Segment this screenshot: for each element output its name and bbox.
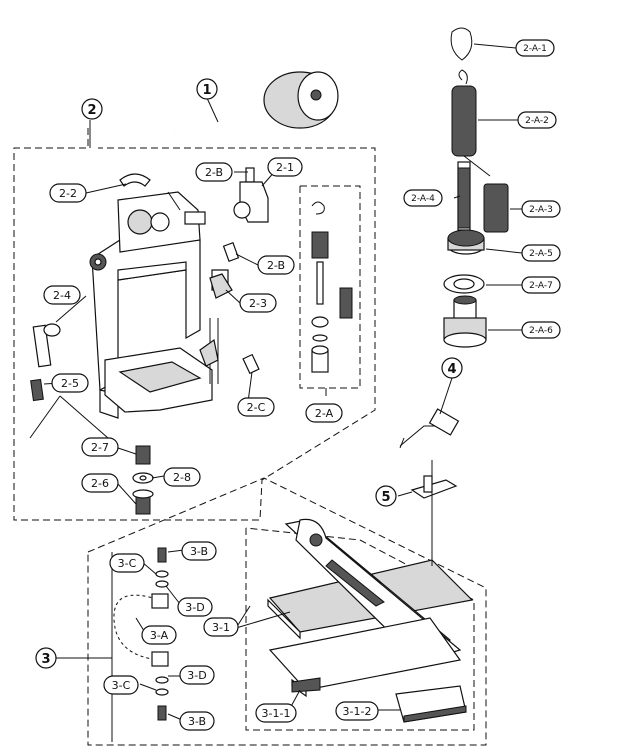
callout-5: 5 [375, 485, 397, 507]
callout-2: 2 [81, 98, 103, 120]
label-2-7: 2-7 [81, 437, 119, 457]
label-3-C-top-text: 3-C [118, 557, 137, 570]
drum-key-part [399, 408, 460, 449]
label-2-A-2: 2-A-2 [517, 111, 557, 129]
label-2-A-6-text: 2-A-6 [529, 326, 553, 336]
label-3-A-text: 3-A [150, 629, 169, 642]
label-2-B-top: 2-B [195, 162, 233, 182]
label-2-A-5-text: 2-A-5 [529, 249, 553, 259]
label-2-A-3-text: 2-A-3 [529, 205, 553, 215]
label-2-B-top-text: 2-B [205, 166, 223, 179]
label-3-C-top: 3-C [109, 553, 145, 573]
label-2-8: 2-8 [163, 467, 201, 487]
label-2-7-text: 2-7 [91, 441, 109, 454]
label-3-B-bot-text: 3-B [188, 715, 206, 728]
label-3-1-2-text: 3-1-2 [343, 705, 372, 718]
label-2-A-4-text: 2-A-4 [411, 194, 435, 204]
label-2-A-1-text: 2-A-1 [523, 44, 547, 54]
label-2-8-text: 2-8 [173, 471, 191, 484]
label-3-D-bot-text: 3-D [187, 669, 206, 682]
label-2-A-text: 2-A [315, 407, 334, 420]
label-2-A-4: 2-A-4 [403, 189, 443, 207]
label-2-A-6: 2-A-6 [521, 321, 561, 339]
label-2-3-text: 2-3 [249, 297, 267, 310]
label-2-B-mid: 2-B [257, 255, 295, 275]
label-2-A-1: 2-A-1 [515, 39, 555, 57]
spring-assembly-exploded-part [443, 27, 509, 348]
label-2-C-text: 2-C [247, 401, 266, 414]
label-2-A-2-text: 2-A-2 [525, 116, 549, 126]
chain-part [112, 547, 169, 721]
label-2-C: 2-C [237, 397, 275, 417]
group-3-boundary [87, 477, 487, 746]
label-2-A-5: 2-A-5 [521, 244, 561, 262]
callout-2-text: 2 [87, 103, 96, 118]
label-2-5-text: 2-5 [61, 377, 79, 390]
label-2-6: 2-6 [81, 473, 119, 493]
label-2-2: 2-2 [49, 183, 87, 203]
beater-part [174, 71, 339, 134]
label-3-D-bot: 3-D [179, 665, 215, 685]
callout-5-text: 5 [381, 490, 390, 505]
callout-1-text: 1 [202, 83, 211, 98]
label-3-B-top-text: 3-B [190, 545, 208, 558]
label-2-4-text: 2-4 [53, 289, 71, 302]
label-3-D-top: 3-D [177, 597, 213, 617]
callout-4-text: 4 [447, 362, 456, 377]
group-2A-boundary [299, 185, 361, 389]
callout-4: 4 [441, 357, 463, 379]
label-2-2-text: 2-2 [59, 187, 77, 200]
label-3-1: 3-1 [203, 617, 239, 637]
spring-assembly-2A-part [311, 201, 353, 373]
label-2-4: 2-4 [43, 285, 81, 305]
label-3-1-1-text: 3-1-1 [262, 707, 291, 720]
callout-3-text: 3 [41, 652, 50, 667]
label-2-B-mid-text: 2-B [267, 259, 285, 272]
footboard-part [267, 518, 474, 723]
label-2-1-text: 2-1 [276, 161, 294, 174]
label-2-6-text: 2-6 [91, 477, 109, 490]
group-3-1-boundary [245, 527, 475, 731]
bracket-part [410, 475, 458, 499]
label-2-1: 2-1 [267, 157, 303, 177]
label-3-1-2: 3-1-2 [335, 701, 379, 721]
group-2-boundary [13, 128, 376, 521]
leader-lines [29, 43, 523, 742]
label-3-C-bot-text: 3-C [112, 679, 131, 692]
label-3-1-1: 3-1-1 [255, 703, 297, 723]
label-2-3: 2-3 [239, 293, 277, 313]
pedal-frame-part [30, 167, 269, 515]
label-3-A: 3-A [141, 625, 177, 645]
label-3-B-bot: 3-B [179, 711, 215, 731]
label-2-5: 2-5 [51, 373, 89, 393]
label-2-A-7-text: 2-A-7 [529, 281, 553, 291]
label-3-B-top: 3-B [181, 541, 217, 561]
label-2-A: 2-A [305, 403, 343, 423]
label-2-A-3: 2-A-3 [521, 200, 561, 218]
label-3-1-text: 3-1 [212, 621, 230, 634]
label-3-C-bot: 3-C [103, 675, 139, 695]
callout-3: 3 [35, 647, 57, 669]
label-2-A-7: 2-A-7 [521, 276, 561, 294]
callout-1: 1 [196, 78, 218, 100]
label-3-D-top-text: 3-D [185, 601, 204, 614]
